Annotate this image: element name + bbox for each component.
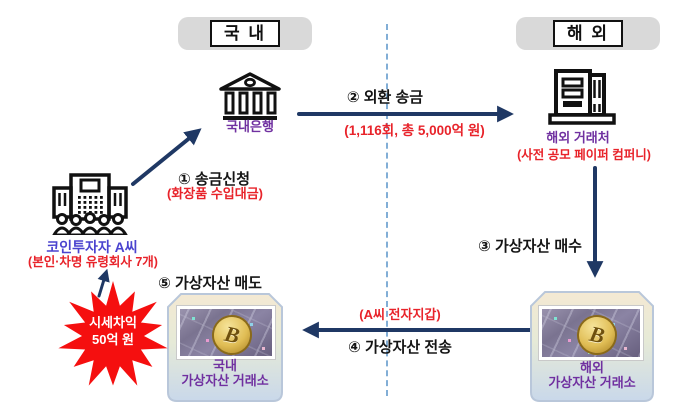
region-header-domestic: 국 내 bbox=[178, 17, 312, 50]
investor-note: (본인·차명 유령회사 7개) bbox=[28, 255, 158, 269]
arrow-profit-to-investor bbox=[97, 268, 110, 298]
region-header-overseas: 해 외 bbox=[516, 17, 660, 50]
arrow-step1-investor-to-bank bbox=[131, 128, 202, 186]
region-header-domestic-label: 국 내 bbox=[209, 19, 280, 48]
profit-amount-line2: 50억 원 bbox=[92, 332, 134, 347]
step2-label: ② 외환 송금 bbox=[346, 89, 424, 106]
domestic-exchange-label-line2: 가상자산 거래소 bbox=[181, 373, 269, 388]
overseas-exchange-label-line1: 해외 bbox=[580, 360, 604, 375]
step4-label: ④ 가상자산 전송 bbox=[348, 339, 452, 356]
region-header-overseas-label: 해 외 bbox=[552, 19, 623, 48]
step2-note: (1,116회, 총 5,000억 원) bbox=[344, 123, 485, 138]
profit-starburst: 시세차익 50억 원 bbox=[56, 280, 170, 392]
bank-icon bbox=[219, 72, 281, 120]
domestic-exchange-label-line1: 국내 bbox=[213, 358, 237, 373]
region-divider-line bbox=[386, 24, 388, 396]
overseas-exchange-bitcoin-image: B bbox=[538, 305, 644, 361]
overseas-partner-icon bbox=[548, 69, 616, 125]
domestic-exchange-bitcoin-image: B bbox=[176, 305, 276, 360]
step1-label: ① 송금신청 bbox=[177, 171, 251, 188]
profit-amount-line1: 시세차익 bbox=[89, 315, 137, 331]
step1-note: (화장품 수입대금) bbox=[167, 186, 263, 201]
overseas-exchange-card: B 해외 가상자산 거래소 bbox=[530, 291, 654, 402]
overseas-partner-label: 해외 거래처 bbox=[546, 130, 610, 145]
bitcoin-coin-icon: B bbox=[573, 311, 621, 357]
starburst-shape bbox=[58, 281, 168, 386]
domestic-exchange-card: B 국내 가상자산 거래소 bbox=[167, 293, 283, 402]
step3-label: ③ 가상자산 매수 bbox=[478, 238, 582, 255]
bank-label: 국내은행 bbox=[226, 119, 274, 134]
overseas-partner-note: (사전 공모 페이퍼 컴퍼니) bbox=[517, 148, 651, 162]
investor-company-icon bbox=[52, 173, 128, 235]
step4-note: (A씨 전자지갑) bbox=[359, 307, 441, 322]
step5-label: ⑤ 가상자산 매도 bbox=[158, 275, 262, 292]
investor-label: 코인투자자 A씨 bbox=[46, 239, 138, 255]
overseas-exchange-label-line2: 가상자산 거래소 bbox=[548, 375, 636, 390]
bitcoin-coin-icon: B bbox=[207, 310, 256, 356]
